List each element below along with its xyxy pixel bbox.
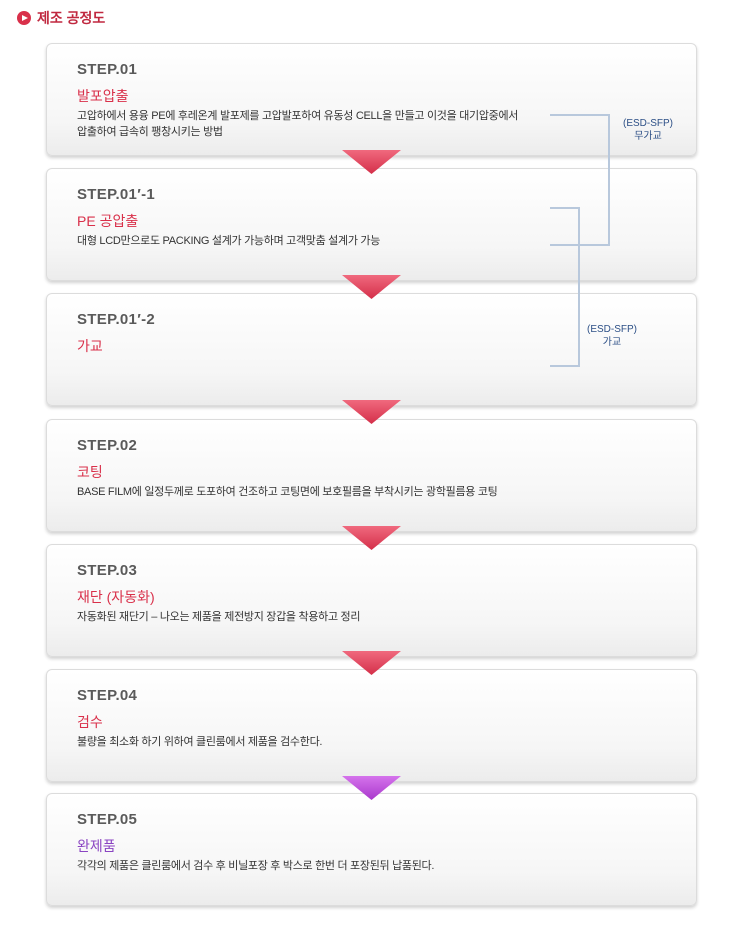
step-description-line: 자동화된 재단기 – 나오는 제품을 제전방지 장갑을 착용하고 정리	[77, 611, 361, 623]
play-circle-icon	[17, 11, 31, 25]
down-arrow-icon	[342, 275, 401, 299]
down-arrow-icon	[342, 776, 401, 800]
step-label: STEP.05	[77, 811, 138, 828]
step-description-line: 불량을 최소화 하기 위하여 클린룸에서 제품을 검수한다.	[77, 736, 323, 748]
page-title: 제조 공정도	[37, 10, 106, 26]
step-card-01-2: STEP.01′-2 가교	[46, 293, 697, 406]
step-name: 가교	[77, 338, 103, 354]
step-card-03: STEP.03 재단 (자동화) 자동화된 재단기 – 나오는 제품을 제전방지…	[46, 544, 697, 657]
note-line: (ESD-SFP)	[623, 118, 673, 129]
step-description-line: BASE FILM에 일정두께로 도포하여 건조하고 코팅면에 보호필름을 부착…	[77, 486, 498, 498]
step-description: 불량을 최소화 하기 위하여 클린룸에서 제품을 검수한다.	[77, 734, 322, 750]
step-label: STEP.03	[77, 562, 138, 579]
step-card-01: STEP.01 발포압출 고압하에서 용융 PE에 후레온계 발포제를 고압발포…	[46, 43, 697, 156]
bracket-connector	[550, 207, 580, 367]
note-line: (ESD-SFP)	[587, 324, 637, 335]
note-line: 가교	[602, 337, 622, 348]
step-card-02: STEP.02 코팅 BASE FILM에 일정두께로 도포하여 건조하고 코팅…	[46, 419, 697, 532]
step-description: 각각의 제품은 클린룸에서 검수 후 비닐포장 후 박스로 한번 더 포장된뒤 …	[77, 858, 434, 874]
step-name: 코팅	[77, 464, 103, 480]
step-name: 발포압출	[77, 88, 129, 104]
process-note: (ESD-SFP) 무가교	[618, 117, 678, 143]
step-name: PE 공압출	[77, 213, 139, 229]
down-arrow-icon	[342, 150, 401, 174]
bracket-connector	[550, 114, 610, 246]
down-arrow-icon	[342, 651, 401, 675]
step-card-05: STEP.05 완제품 각각의 제품은 클린룸에서 검수 후 비닐포장 후 박스…	[46, 793, 697, 906]
step-description: 대형 LCD만으로도 PACKING 설계가 가능하며 고객맞춤 설계가 가능	[77, 233, 380, 249]
note-line: 무가교	[634, 131, 662, 142]
step-description: BASE FILM에 일정두께로 도포하여 건조하고 코팅면에 보호필름을 부착…	[77, 484, 498, 500]
step-label: STEP.01′-2	[77, 311, 156, 328]
step-card-01-1: STEP.01′-1 PE 공압출 대형 LCD만으로도 PACKING 설계가…	[46, 168, 697, 281]
step-description-line: 각각의 제품은 클린룸에서 검수 후 비닐포장 후 박스로 한번 더 포장된뒤 …	[77, 860, 435, 872]
step-description: 고압하에서 용융 PE에 후레온계 발포제를 고압발포하여 유동성 CELL을 …	[77, 108, 518, 140]
step-name: 검수	[77, 714, 103, 730]
step-description-line: 고압하에서 용융 PE에 후레온계 발포제를 고압발포하여 유동성 CELL을 …	[77, 110, 519, 122]
step-description: 자동화된 재단기 – 나오는 제품을 제전방지 장갑을 착용하고 정리	[77, 609, 360, 625]
step-name: 완제품	[77, 838, 116, 854]
step-name: 재단 (자동화)	[77, 589, 155, 605]
step-description-line: 압출하여 급속히 팽창시키는 방법	[77, 126, 223, 138]
step-card-04: STEP.04 검수 불량을 최소화 하기 위하여 클린룸에서 제품을 검수한다…	[46, 669, 697, 782]
page-header: 제조 공정도	[17, 8, 105, 28]
step-label: STEP.04	[77, 687, 138, 704]
down-arrow-icon	[342, 400, 401, 424]
step-label: STEP.01	[77, 61, 138, 78]
step-label: STEP.02	[77, 437, 138, 454]
step-label: STEP.01′-1	[77, 186, 156, 203]
down-arrow-icon	[342, 526, 401, 550]
step-description-line: 대형 LCD만으로도 PACKING 설계가 가능하며 고객맞춤 설계가 가능	[77, 235, 381, 247]
process-note: (ESD-SFP) 가교	[582, 323, 642, 349]
